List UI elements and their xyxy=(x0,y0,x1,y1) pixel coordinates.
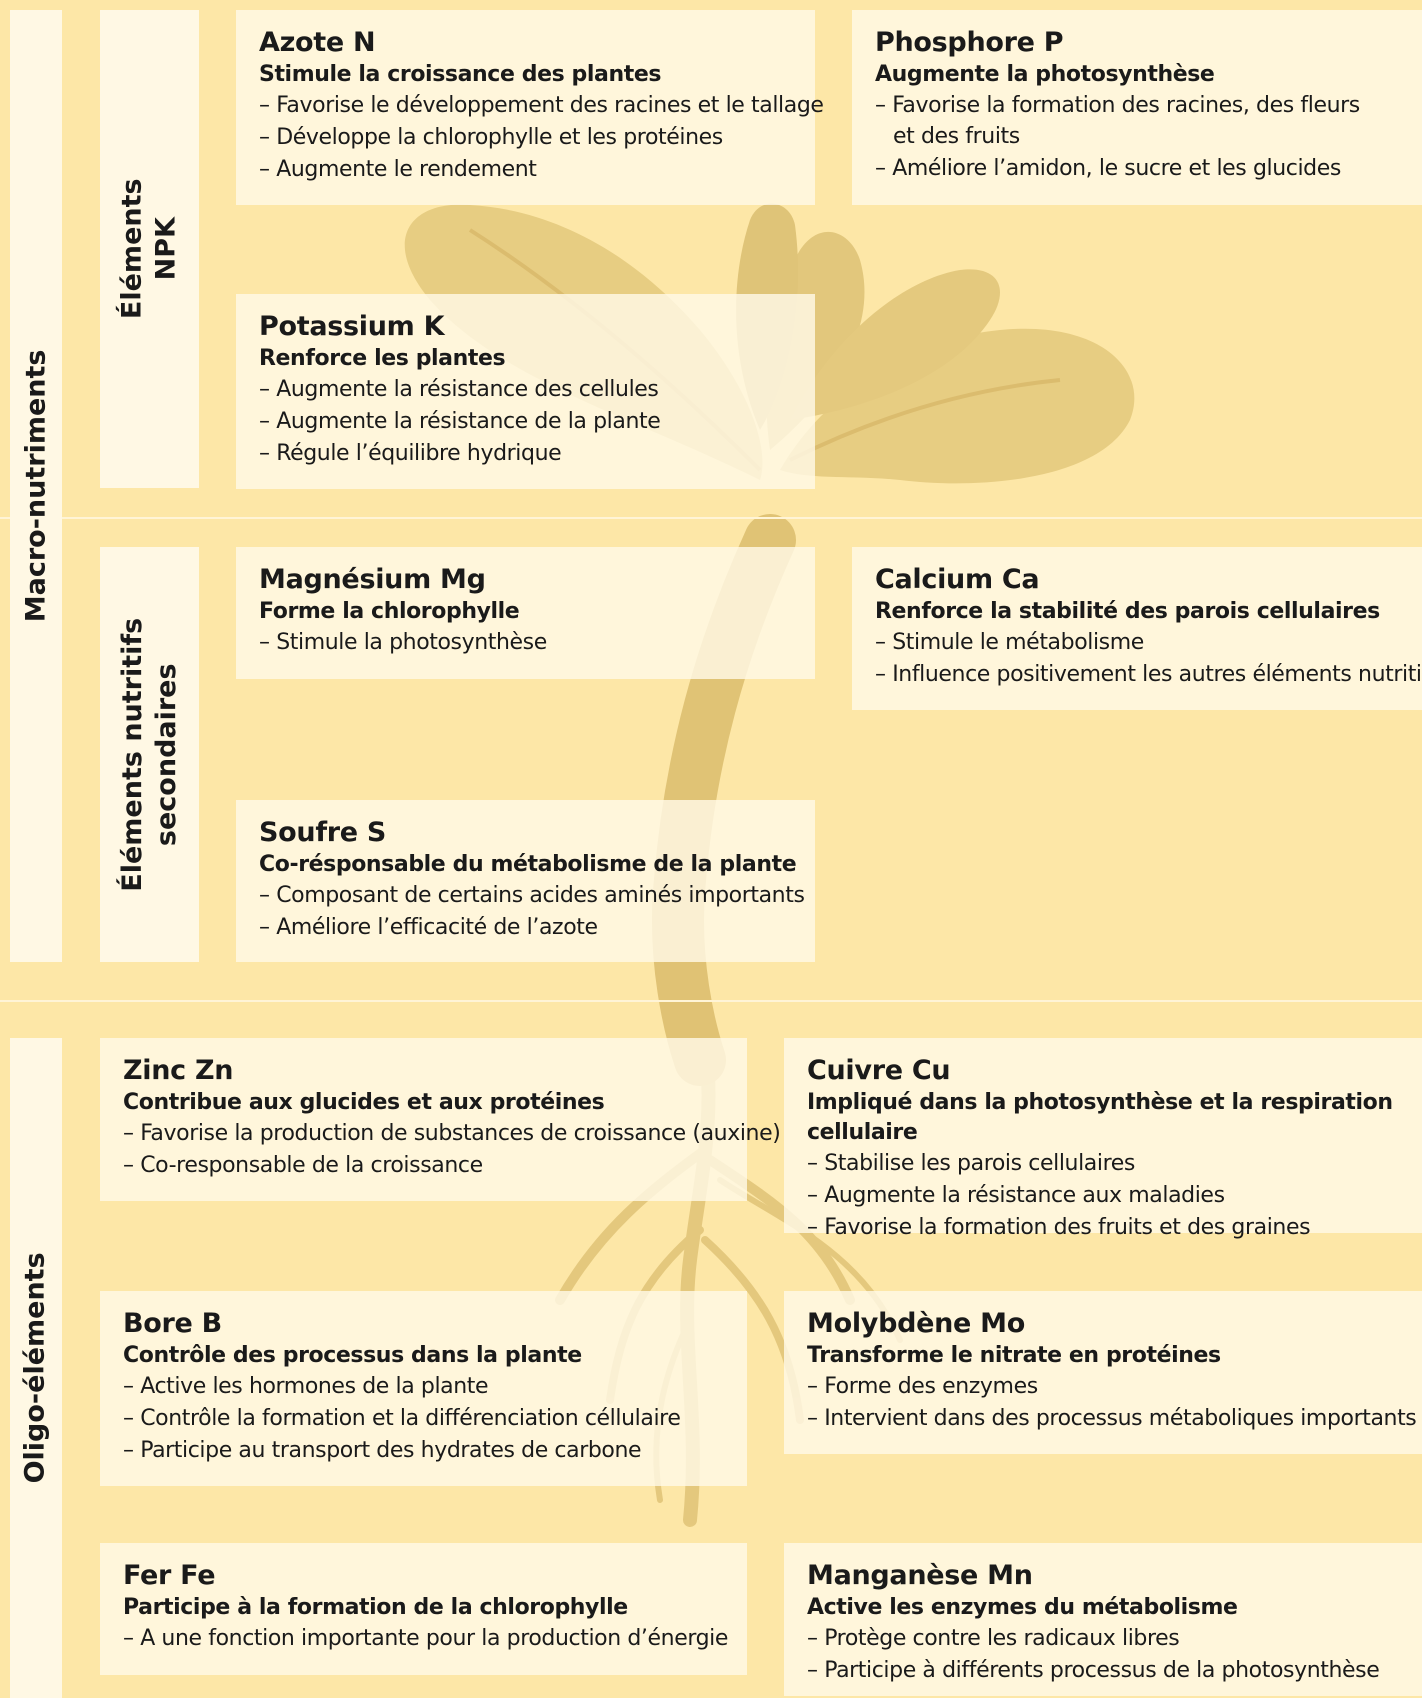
list-item: – Augmente le rendement xyxy=(259,157,537,182)
macro-nutrients-label: Macro-nutriments xyxy=(10,10,62,962)
list-item: et des fruits xyxy=(893,124,1020,149)
list-item: – A une fonction importante pour la prod… xyxy=(123,1626,729,1651)
list-item: – Participe au transport des hydrates de… xyxy=(123,1438,642,1463)
list-item: – Active les hormones de la plante xyxy=(123,1374,489,1399)
nutrient-card-manganese: Manganèse Mn Active les enzymes du métab… xyxy=(784,1543,1422,1696)
list-item: – Développe la chlorophylle et les proté… xyxy=(259,125,723,150)
list-item: – Améliore l’efficacité de l’azote xyxy=(259,915,598,940)
list-item: – Stimule la photosynthèse xyxy=(259,630,547,655)
nutrient-title: Zinc Zn xyxy=(123,1055,234,1086)
list-item: – Composant de certains acides aminés im… xyxy=(259,883,805,908)
list-item: – Co-responsable de la croissance xyxy=(123,1153,483,1178)
nutrient-title: Cuivre Cu xyxy=(807,1055,951,1086)
list-item: – Favorise la formation des fruits et de… xyxy=(807,1215,1311,1240)
nutrient-title: Azote N xyxy=(259,27,376,58)
nutrient-title: Fer Fe xyxy=(123,1560,216,1591)
nutrient-card-calcium: Calcium Ca Renforce la stabilité des par… xyxy=(852,547,1422,710)
nutrient-function: Renforce la stabilité des parois cellula… xyxy=(875,599,1380,624)
list-item: – Augmente la résistance des cellules xyxy=(259,377,659,402)
nutrient-function: Contribue aux glucides et aux protéines xyxy=(123,1090,605,1115)
nutrient-function: Contrôle des processus dans la plante xyxy=(123,1343,582,1368)
nutrient-function: Impliqué dans la photosynthèse et la res… xyxy=(807,1090,1393,1145)
section-divider xyxy=(0,517,1422,519)
nutrient-title: Bore B xyxy=(123,1308,222,1339)
nutrient-function: Participe à la formation de la chlorophy… xyxy=(123,1595,628,1620)
list-item: – Améliore l’amidon, le sucre et les glu… xyxy=(875,156,1341,181)
nutrient-title: Soufre S xyxy=(259,817,387,848)
list-item: – Influence positivement les autres élém… xyxy=(875,662,1422,687)
nutrient-title: Potassium K xyxy=(259,311,445,342)
nutrient-card-azote: Azote N Stimule la croissance des plante… xyxy=(236,10,824,205)
nutrient-function: Active les enzymes du métabolisme xyxy=(807,1595,1238,1620)
nutrient-function: Stimule la croissance des plantes xyxy=(259,62,662,87)
nutrient-card-phosphore: Phosphore P Augmente la photosynthèse – … xyxy=(852,10,1422,205)
nutrient-card-zinc: Zinc Zn Contribue aux glucides et aux pr… xyxy=(100,1038,781,1201)
nutrient-function: Co-résponsable du métabolisme de la plan… xyxy=(259,852,797,877)
list-item: – Protège contre les radicaux libres xyxy=(807,1626,1180,1651)
nutrient-card-soufre: Soufre S Co-résponsable du métabolisme d… xyxy=(236,800,815,962)
nutrient-card-potassium: Potassium K Renforce les plantes – Augme… xyxy=(236,294,815,489)
list-item: – Participe à différents processus de la… xyxy=(807,1658,1380,1683)
nutrient-function: Forme la chlorophylle xyxy=(259,599,520,624)
secondary-elements-label: Éléments nutritifs secondaires xyxy=(100,547,199,962)
list-item: – Augmente la résistance de la plante xyxy=(259,409,661,434)
list-item: – Régule l’équilibre hydrique xyxy=(259,441,562,466)
list-item: – Favorise la production de substances d… xyxy=(123,1121,781,1146)
list-item: – Favorise la formation des racines, des… xyxy=(875,93,1360,118)
nutrient-card-magnesium: Magnésium Mg Forme la chlorophylle – Sti… xyxy=(236,547,815,679)
list-item: – Contrôle la formation et la différenci… xyxy=(123,1406,681,1431)
list-item: – Stabilise les parois cellulaires xyxy=(807,1151,1135,1176)
list-item: – Forme des enzymes xyxy=(807,1374,1038,1399)
oligo-elements-label: Oligo-éléments xyxy=(10,1038,62,1698)
nutrient-function: Augmente la photosynthèse xyxy=(875,62,1215,87)
nutrient-title: Phosphore P xyxy=(875,27,1064,58)
section-divider xyxy=(0,1000,1422,1002)
list-item: – Intervient dans des processus métaboli… xyxy=(807,1406,1417,1431)
nutrient-title: Molybdène Mo xyxy=(807,1308,1025,1339)
nutrient-function: Transforme le nitrate en protéines xyxy=(807,1343,1221,1368)
list-item: – Favorise le développement des racines … xyxy=(259,93,824,118)
nutrient-title: Magnésium Mg xyxy=(259,564,486,595)
nutrient-function: Renforce les plantes xyxy=(259,346,506,371)
list-item: – Stimule le métabolisme xyxy=(875,630,1144,655)
nutrient-card-fer: Fer Fe Participe à la formation de la ch… xyxy=(100,1543,747,1675)
nutrient-card-molybdene: Molybdène Mo Transforme le nitrate en pr… xyxy=(784,1291,1422,1454)
nutrient-card-bore: Bore B Contrôle des processus dans la pl… xyxy=(100,1291,747,1486)
nutrient-title: Manganèse Mn xyxy=(807,1560,1033,1591)
list-item: – Augmente la résistance aux maladies xyxy=(807,1183,1225,1208)
nutrient-card-cuivre: Cuivre Cu Impliqué dans la photosynthèse… xyxy=(784,1038,1422,1240)
npk-elements-label: Éléments NPK xyxy=(100,10,199,488)
nutrient-title: Calcium Ca xyxy=(875,564,1040,595)
